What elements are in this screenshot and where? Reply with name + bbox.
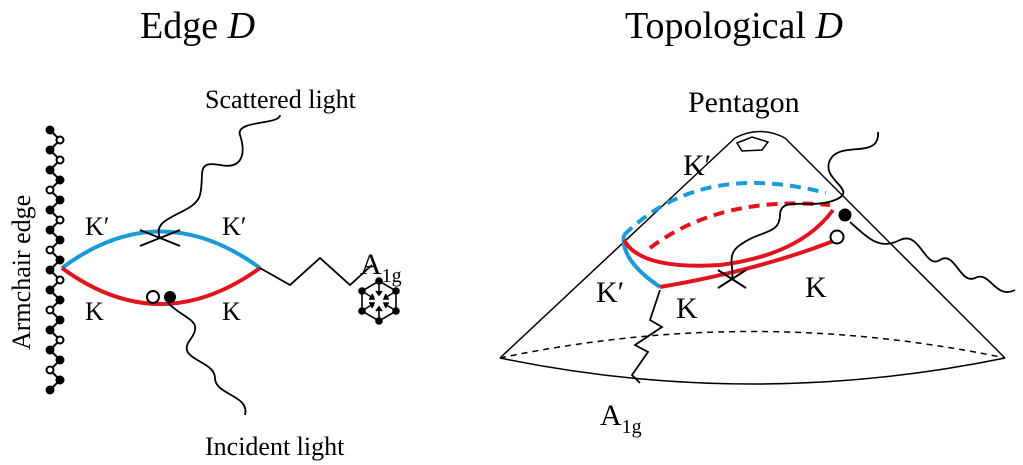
- k-label-right-cone: K: [805, 271, 827, 304]
- pentagon-icon: [735, 136, 770, 152]
- k-prime-arc: [60, 229, 262, 270]
- cone-outline: [499, 130, 1006, 385]
- pentagon-label: Pentagon: [688, 86, 800, 119]
- hole-marker: [146, 290, 160, 304]
- armchair-edge-chain: [45, 125, 65, 395]
- k-prime-back-arc: [622, 180, 827, 237]
- k-front-arc-lower: [659, 238, 837, 289]
- scattered-light-label: Scattered light: [205, 85, 357, 114]
- k-label-left: K: [85, 297, 104, 326]
- edge-d-title: Edge D: [140, 5, 255, 47]
- incident-light-label: Incident light: [205, 432, 345, 461]
- scattered-light-wave-cone: [730, 131, 879, 279]
- k-prime-front-arc: [621, 234, 662, 289]
- phonon-zigzag: [259, 256, 373, 287]
- k-front-arc-upper: [622, 208, 835, 268]
- electron-marker-cone: [838, 208, 852, 222]
- phonon-a1g-label-cone: A1g: [600, 399, 642, 438]
- k-prime-label-low: K′: [596, 276, 624, 309]
- electron-marker: [164, 291, 176, 303]
- k-prime-label-top: K′: [683, 149, 711, 182]
- k-label-right: K: [222, 297, 241, 326]
- scattering-vertex-cross-cone: [717, 269, 747, 289]
- k-arc: [60, 266, 262, 306]
- k-label-left-cone: K: [676, 292, 698, 325]
- topological-d-title: Topological D: [625, 5, 843, 47]
- phonon-zigzag-cone: [630, 289, 664, 384]
- phonon-a1g-label: A1g: [360, 248, 402, 287]
- edge-d-panel: Edge D Armchair edge: [7, 5, 402, 461]
- breathing-mode-hexagon-icon: [358, 277, 400, 325]
- incident-light-wave-cone: [849, 221, 1016, 293]
- k-back-arc: [648, 201, 831, 250]
- hole-marker-cone: [829, 229, 845, 245]
- armchair-edge-label: Armchair edge: [7, 195, 36, 350]
- topological-d-panel: Topological D Pentagon A1g: [499, 5, 1016, 438]
- incident-light-wave: [167, 302, 247, 416]
- k-prime-label-right: K′: [222, 212, 246, 241]
- scattered-light-wave: [157, 114, 281, 239]
- k-prime-label-left: K′: [85, 212, 109, 241]
